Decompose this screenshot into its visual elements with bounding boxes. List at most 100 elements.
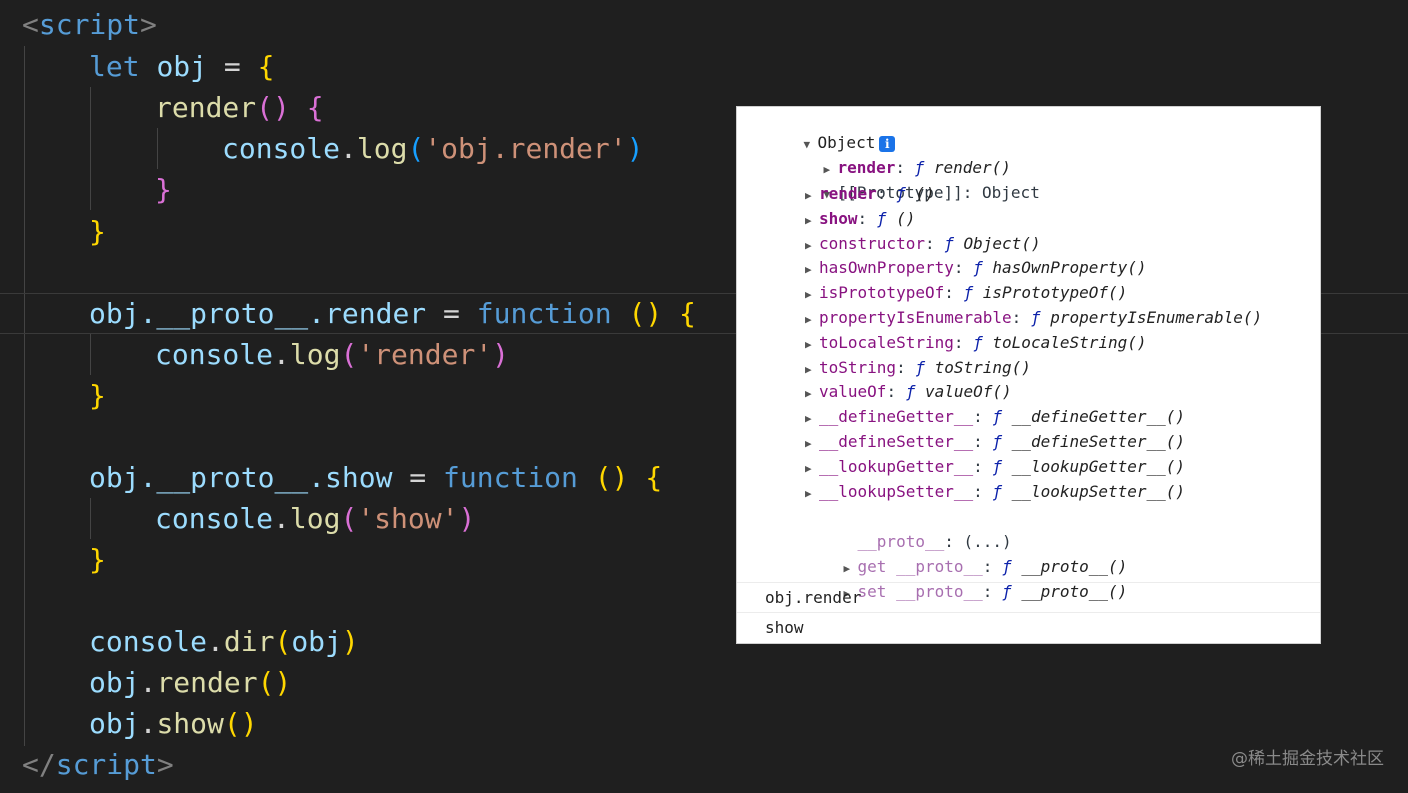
expanded-triangle-icon[interactable]: ▼ bbox=[803, 138, 811, 151]
code-line[interactable]: render() { bbox=[155, 87, 1408, 128]
identifier: obj bbox=[89, 461, 140, 494]
collapsed-triangle-icon[interactable]: ▶ bbox=[805, 288, 812, 302]
function-symbol: ƒ bbox=[992, 407, 1003, 427]
collapsed-triangle-icon[interactable]: ▶ bbox=[805, 313, 812, 326]
property-row[interactable]: ▶toString: ƒ toString() bbox=[805, 356, 1031, 380]
prototype-row[interactable]: ▼[[Prototype]]: Object bbox=[785, 157, 1040, 202]
paren: ( bbox=[407, 132, 425, 165]
collapsed-triangle-icon[interactable]: ▶ bbox=[805, 263, 812, 277]
dot: . bbox=[207, 625, 224, 658]
property-key: hasOwnProperty bbox=[819, 258, 954, 278]
parens: () bbox=[256, 91, 290, 124]
paren: ) bbox=[492, 338, 510, 371]
string-literal: 'obj.render' bbox=[424, 132, 627, 165]
property-row[interactable]: ▶__defineSetter__: ƒ __defineSetter__() bbox=[805, 430, 1185, 454]
property-row[interactable]: ▶__lookupSetter__: ƒ __lookupSetter__() bbox=[805, 480, 1185, 504]
code-line[interactable]: <script> bbox=[22, 4, 1408, 45]
code-line[interactable]: console.log('obj.render') bbox=[222, 128, 1408, 169]
code-line[interactable]: console.log('show') bbox=[155, 498, 1408, 539]
function-signature: __defineSetter__() bbox=[1011, 432, 1186, 451]
function-signature: __lookupGetter__() bbox=[1011, 456, 1186, 476]
collapsed-triangle-icon[interactable]: ▶ bbox=[843, 587, 851, 600]
brace: { bbox=[306, 91, 324, 124]
code-line[interactable]: } bbox=[89, 539, 1408, 580]
property-key: show bbox=[819, 208, 858, 228]
identifier: console bbox=[222, 132, 341, 165]
method-name: render bbox=[156, 666, 258, 699]
parens: () bbox=[594, 461, 629, 494]
code-line[interactable]: obj.show() bbox=[89, 703, 1408, 744]
paren: ) bbox=[458, 502, 476, 535]
property-row-proto-getter[interactable]: __proto__: (...) bbox=[857, 532, 1012, 551]
indent-guide bbox=[90, 334, 91, 375]
collapsed-triangle-icon[interactable]: ▶ bbox=[843, 562, 851, 575]
code-line[interactable]: console.log('render') bbox=[155, 334, 1408, 375]
identifier: obj bbox=[89, 666, 140, 699]
method-name: dir bbox=[223, 625, 275, 658]
paren: ( bbox=[340, 502, 358, 535]
operator: = bbox=[392, 461, 444, 494]
property-row[interactable]: ▶hasOwnProperty: ƒ hasOwnProperty() bbox=[805, 256, 1147, 280]
property-row[interactable]: ▶__lookupGetter__: ƒ __lookupGetter__() bbox=[805, 455, 1185, 479]
function-signature: toString() bbox=[934, 357, 1031, 377]
collapsed-triangle-icon[interactable]: ▶ bbox=[805, 362, 812, 376]
brace: { bbox=[257, 50, 275, 83]
collapsed-triangle-icon[interactable]: ▶ bbox=[823, 163, 831, 176]
function-symbol: ƒ bbox=[876, 208, 887, 228]
collapsed-triangle-icon[interactable]: ▶ bbox=[805, 337, 812, 351]
parens: () bbox=[257, 666, 292, 699]
collapsed-triangle-icon[interactable]: ▶ bbox=[805, 213, 812, 227]
tag-bracket: > bbox=[156, 748, 174, 781]
function-signature: __lookupSetter__() bbox=[1011, 481, 1186, 501]
property-row[interactable]: ▶valueOf: ƒ valueOf() bbox=[805, 380, 1012, 404]
brace: } bbox=[89, 543, 106, 576]
collapsed-triangle-icon[interactable]: ▶ bbox=[805, 238, 812, 252]
function-symbol: ƒ bbox=[914, 158, 925, 177]
code-line[interactable]: } bbox=[89, 375, 1408, 416]
brace: { bbox=[679, 297, 696, 330]
property-row[interactable]: ▶__defineGetter__: ƒ __defineGetter__() bbox=[805, 405, 1185, 429]
identifier: obj bbox=[156, 50, 208, 83]
property-row[interactable]: ▶render: ƒ () bbox=[805, 182, 935, 206]
function-signature: isPrototypeOf() bbox=[982, 283, 1128, 303]
property-row[interactable]: ▶isPrototypeOf: ƒ isPrototypeOf() bbox=[805, 281, 1127, 305]
collapsed-triangle-icon[interactable]: ▶ bbox=[805, 412, 812, 426]
paren: ) bbox=[626, 132, 644, 165]
property-row-set-proto[interactable]: ▶set __proto__: ƒ __proto__() bbox=[805, 556, 1128, 601]
code-line[interactable]: obj.render() bbox=[89, 662, 1408, 703]
collapsed-triangle-icon[interactable]: ▶ bbox=[805, 486, 812, 500]
code-line-current[interactable]: obj.__proto__.render = function () { bbox=[0, 293, 1408, 334]
method-name: log bbox=[289, 502, 341, 535]
function-symbol: ƒ bbox=[973, 332, 983, 352]
property-row[interactable]: ▶constructor: ƒ Object() bbox=[805, 232, 1041, 256]
info-icon[interactable]: i bbox=[879, 135, 896, 152]
property-row[interactable]: ▶propertyIsEnumerable: ƒ propertyIsEnume… bbox=[805, 306, 1262, 330]
code-line[interactable]: console.dir(obj) bbox=[89, 621, 1408, 662]
brace: { bbox=[645, 461, 663, 494]
code-line[interactable]: } bbox=[89, 211, 1408, 252]
property-row-render[interactable]: ▶render: ƒ render() bbox=[785, 132, 1011, 177]
property-key: __proto__ bbox=[857, 532, 945, 551]
code-line[interactable]: let obj = { bbox=[89, 46, 1408, 87]
method-name: render bbox=[155, 91, 257, 124]
collapsed-triangle-icon[interactable]: ▶ bbox=[805, 387, 812, 401]
property-key: __lookupSetter__ bbox=[819, 481, 974, 501]
expanded-triangle-icon[interactable]: ▼ bbox=[823, 188, 831, 201]
collapsed-triangle-icon[interactable]: ▶ bbox=[805, 461, 812, 475]
collapsed-triangle-icon[interactable]: ▶ bbox=[805, 437, 812, 450]
property-row[interactable]: ▶toLocaleString: ƒ toLocaleString() bbox=[805, 331, 1147, 355]
property-row-get-proto[interactable]: ▶get __proto__: ƒ __proto__() bbox=[805, 531, 1128, 576]
watermark: @稀土掘金技术社区 bbox=[1231, 749, 1384, 769]
code-line[interactable]: } bbox=[155, 169, 1408, 210]
function-symbol: ƒ bbox=[992, 432, 1003, 451]
collapsed-triangle-icon[interactable]: ▶ bbox=[805, 189, 812, 202]
code-line[interactable]: </script> bbox=[22, 744, 1408, 785]
property-row[interactable]: ▶show: ƒ () bbox=[805, 207, 915, 231]
code-line[interactable]: obj.__proto__.show = function () { bbox=[89, 457, 1408, 498]
lazy-value[interactable]: (...) bbox=[963, 532, 1012, 551]
console-log-message: show bbox=[737, 612, 1320, 642]
tag-bracket: > bbox=[140, 8, 157, 41]
string-literal: 'render' bbox=[357, 338, 493, 371]
